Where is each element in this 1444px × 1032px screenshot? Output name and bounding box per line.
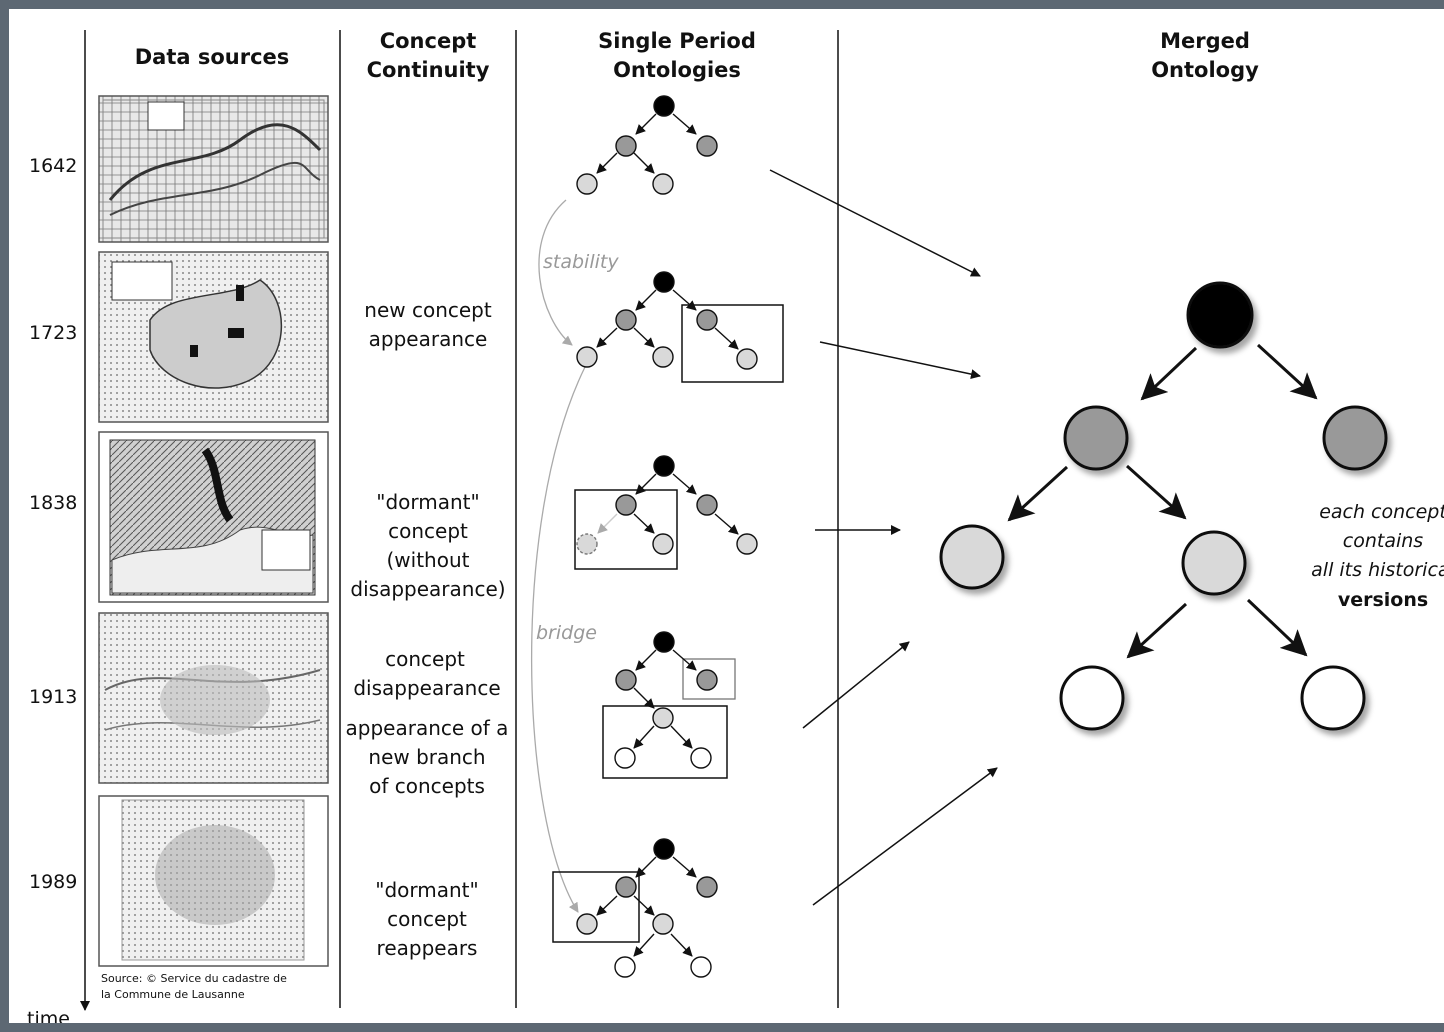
svg-text:all its historical: all its historical [1311,559,1444,581]
svg-text:each concept: each concept [1319,501,1444,523]
svg-text:concept: concept [385,647,465,671]
svg-text:of concepts: of concepts [369,774,485,798]
map-1989 [98,795,329,967]
map-1723 [98,251,329,423]
header-concept-line2: Continuity [367,58,490,82]
continuity-disappearance: concept disappearance [353,647,500,700]
bridge-label: bridge [536,622,597,644]
svg-text:appearance of a: appearance of a [346,716,509,740]
header-data-sources: Data sources [135,45,290,69]
map-1642 [98,95,329,243]
svg-text:versions: versions [1338,589,1428,611]
ontology-1989 [552,838,718,978]
header-merged-line1: Merged [1160,29,1250,53]
stability-curve [538,199,573,346]
year-1989: 1989 [29,871,77,893]
header-concept-line1: Concept [380,29,477,53]
time-label: time [27,1008,70,1030]
svg-text:disappearance: disappearance [353,676,500,700]
year-1723: 1723 [29,322,77,344]
continuity-new-concept: new concept appearance [364,298,492,351]
svg-text:contains: contains [1343,530,1424,552]
ontology-diagram: Data sources Concept Continuity Single P… [27,29,1444,1030]
svg-text:new concept: new concept [364,298,492,322]
svg-text:"dormant": "dormant" [375,878,478,902]
svg-text:concept: concept [388,519,468,543]
ontology-1913 [602,631,736,779]
continuity-dormant: "dormant" concept (without disappearance… [350,490,505,601]
svg-text:reappears: reappears [377,936,478,960]
year-1838: 1838 [29,492,77,514]
svg-text:(without: (without [387,548,470,572]
continuity-reappears: "dormant" concept reappears [375,878,478,960]
map-1913 [98,612,329,784]
ontology-1642 [576,95,718,195]
year-1913: 1913 [29,686,77,708]
svg-text:new branch: new branch [368,745,485,769]
source-note-line1: Source: © Service du cadastre de [101,972,287,985]
svg-text:appearance: appearance [369,327,488,351]
ontology-1838 [574,455,758,570]
svg-text:"dormant": "dormant" [376,490,479,514]
year-1642: 1642 [29,155,77,177]
svg-text:concept: concept [387,907,467,931]
bridge-curve [531,366,586,913]
source-note-line2: la Commune de Lausanne [101,988,245,1001]
ontology-1723 [576,271,784,383]
stability-label: stability [543,251,619,273]
svg-text:disappearance): disappearance) [350,577,505,601]
map-1838 [98,431,329,603]
merged-ontology [939,281,1388,731]
header-single-line2: Ontologies [613,58,741,82]
header-single-line1: Single Period [598,29,756,53]
merged-note: each concept contains all its historical… [1311,501,1444,611]
header-merged-line2: Ontology [1151,58,1259,82]
continuity-new-branch: appearance of a new branch of concepts [346,716,509,798]
merge-arrows [769,169,998,906]
